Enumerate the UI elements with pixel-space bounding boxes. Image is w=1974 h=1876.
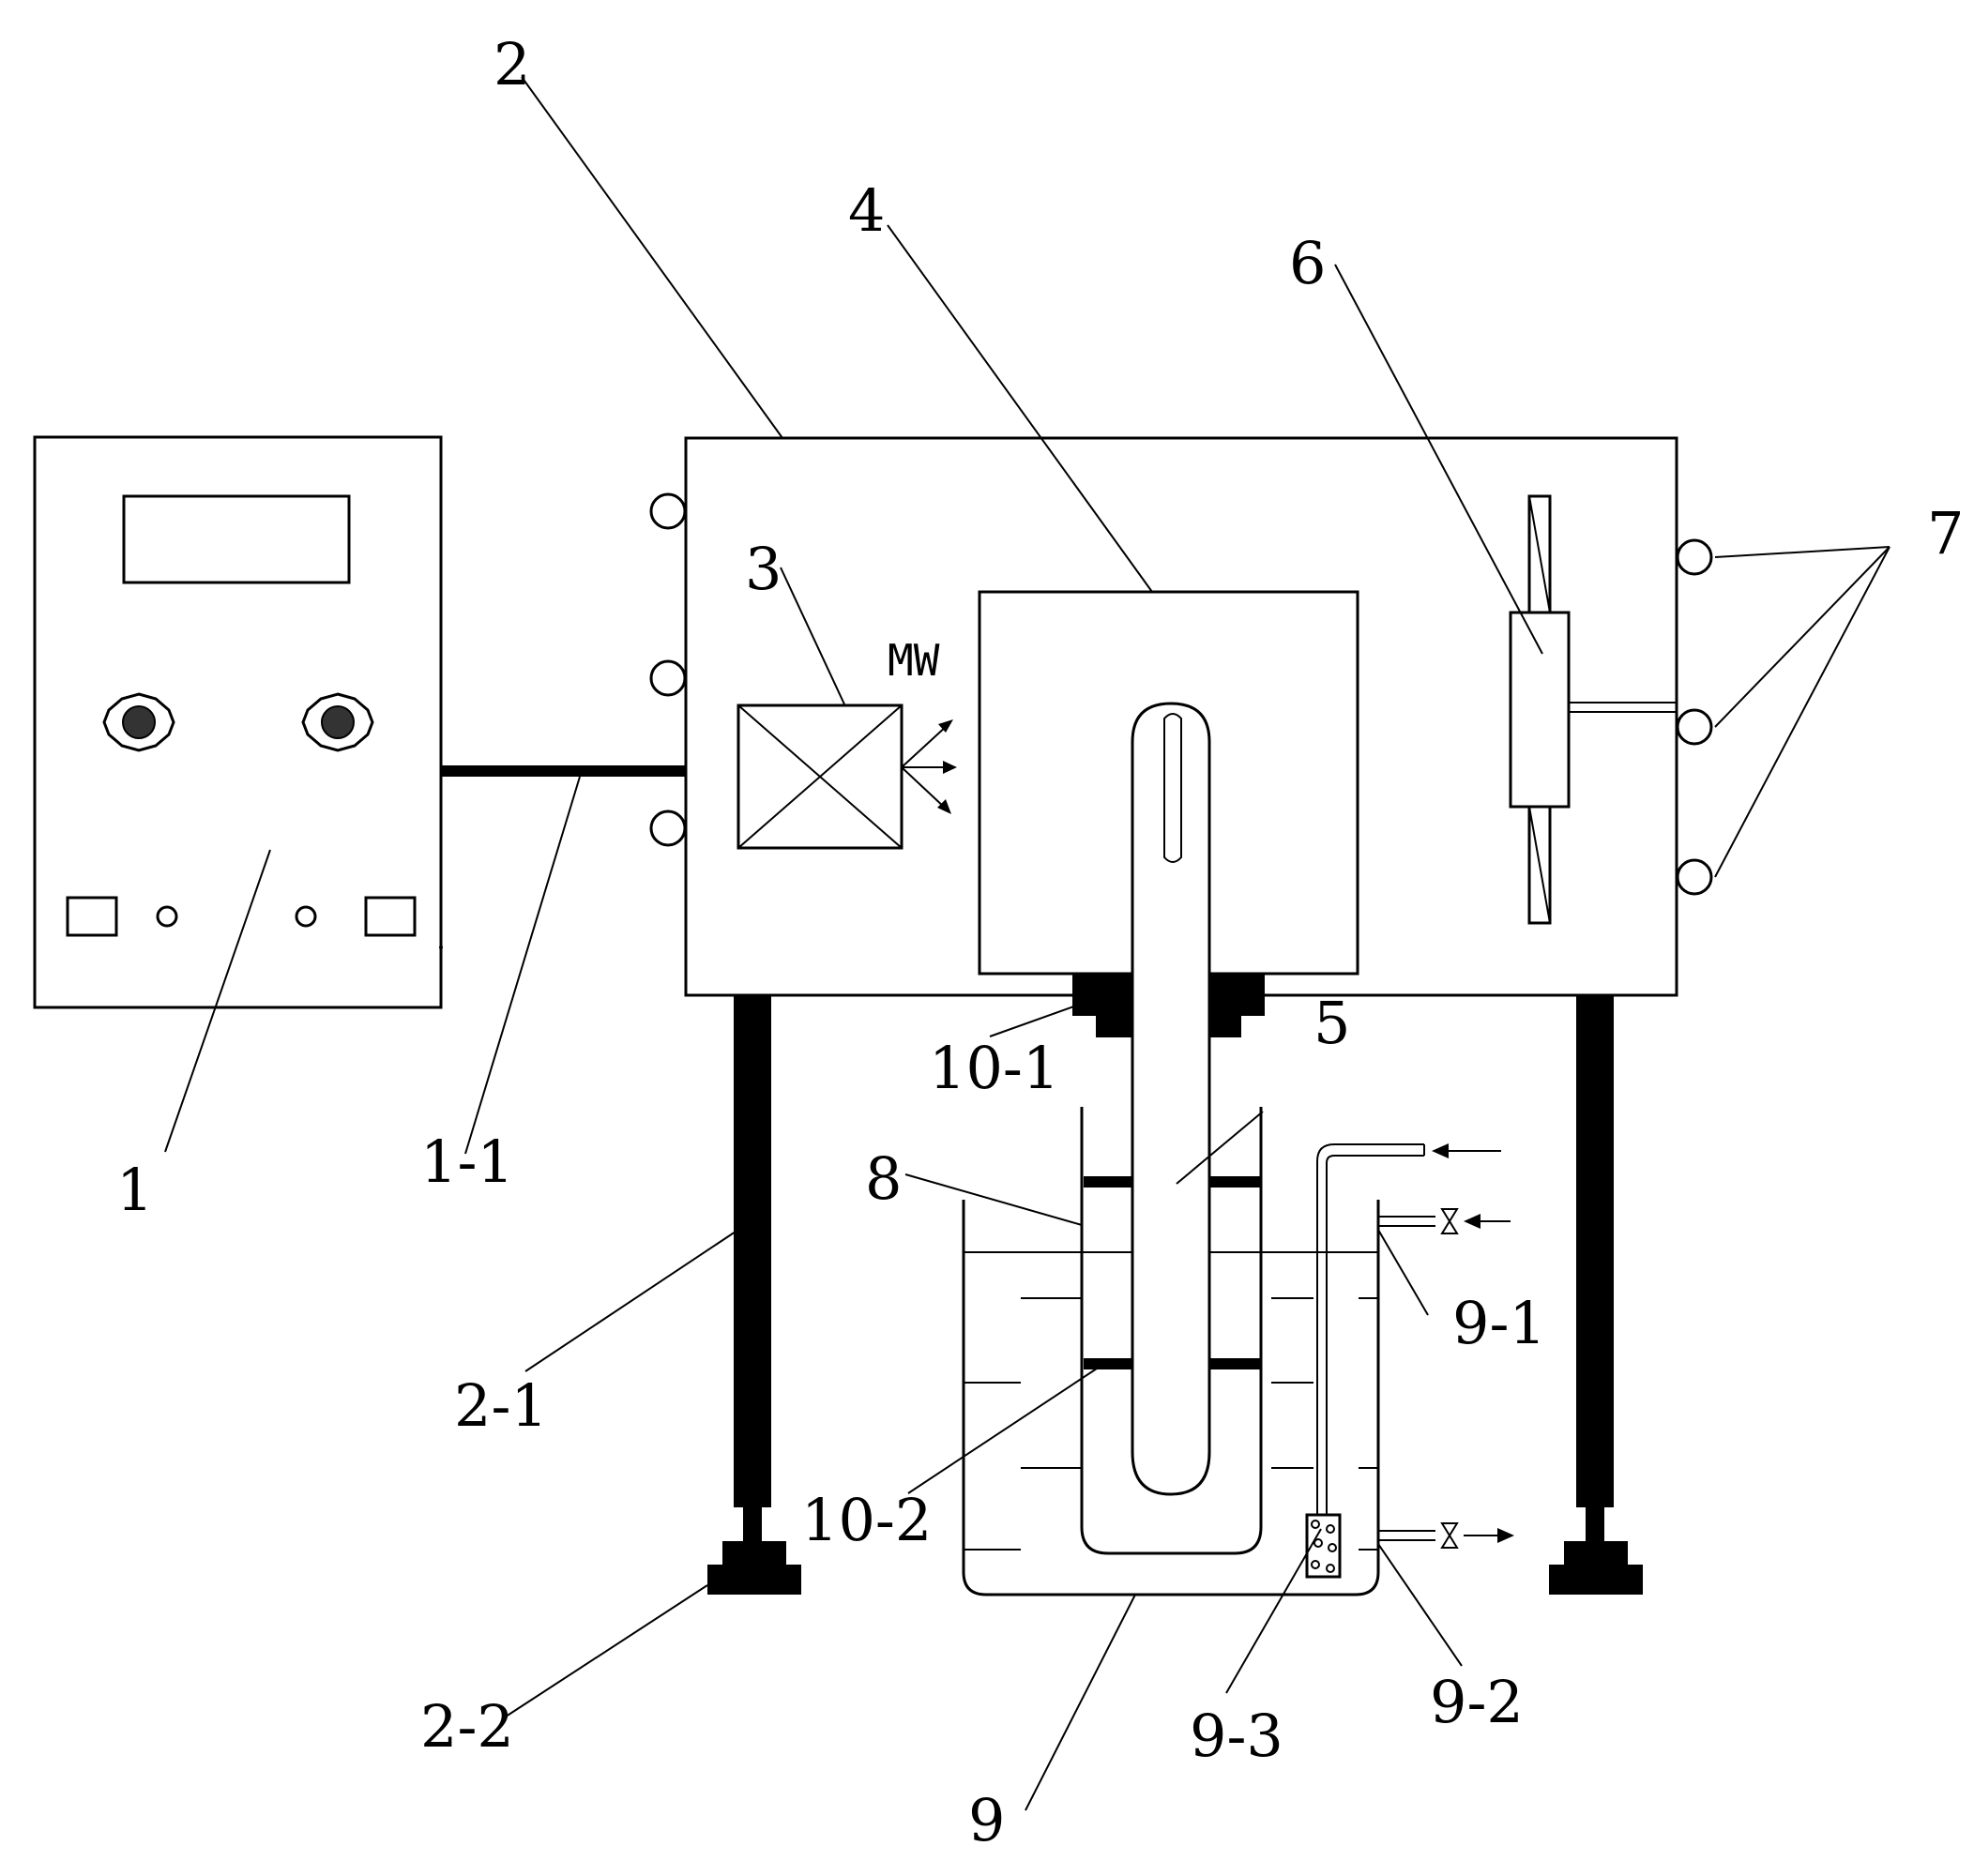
label-9-3: 9-3 xyxy=(1190,1702,1283,1770)
label-10-1: 10-1 xyxy=(929,1034,1059,1102)
label-2-1: 2-1 xyxy=(454,1371,548,1440)
inner-slot xyxy=(1163,713,1182,863)
gas-diffuser xyxy=(1305,1513,1342,1579)
label-10-2: 10-2 xyxy=(801,1486,932,1554)
power-cable xyxy=(441,765,739,777)
left-indicator-light xyxy=(156,905,178,928)
right-support-leg xyxy=(1549,996,1643,1595)
water-inlet-valve xyxy=(1378,1208,1511,1234)
label-9: 9 xyxy=(968,1786,1005,1854)
water-bath-container xyxy=(962,1200,1380,1596)
label-8: 8 xyxy=(865,1144,902,1213)
microwave-label: MW xyxy=(888,635,940,686)
label-3: 3 xyxy=(745,535,782,603)
label-9-1: 9-1 xyxy=(1452,1289,1546,1357)
bath-scale-marks xyxy=(964,1297,1378,1551)
dot-mark xyxy=(439,946,443,949)
label-1: 1 xyxy=(116,1156,153,1224)
control-unit xyxy=(33,435,443,1009)
label-2-2: 2-2 xyxy=(420,1692,514,1761)
right-switch xyxy=(364,896,417,937)
label-1-1: 1-1 xyxy=(420,1127,514,1196)
cooling-fan xyxy=(1509,494,1677,925)
right-indicator-light xyxy=(295,905,317,928)
display-screen xyxy=(122,494,351,584)
left-support-leg xyxy=(707,996,801,1595)
left-side-rollers xyxy=(649,492,687,847)
water-outlet-valve xyxy=(1378,1522,1514,1549)
leader-lines xyxy=(164,76,1890,1811)
inlet-pipe-inner xyxy=(1326,1155,1424,1515)
label-7: 7 xyxy=(1927,499,1964,567)
outer-jacket-tube xyxy=(1080,1107,1263,1555)
label-5: 5 xyxy=(1313,989,1350,1057)
right-side-rollers xyxy=(1676,538,1713,896)
right-knob xyxy=(301,692,374,752)
magnetron xyxy=(736,704,903,850)
reaction-tube xyxy=(1131,702,1211,1496)
left-knob xyxy=(102,692,175,752)
left-foot xyxy=(707,1565,801,1595)
inlet-pipe-outer xyxy=(1316,1143,1424,1515)
label-6: 6 xyxy=(1289,229,1326,297)
label-9-2: 9-2 xyxy=(1430,1668,1524,1736)
right-foot xyxy=(1549,1565,1643,1595)
label-2: 2 xyxy=(494,30,530,98)
microwave-arrows xyxy=(901,719,957,814)
left-switch xyxy=(66,896,118,937)
label-4: 4 xyxy=(848,176,885,245)
